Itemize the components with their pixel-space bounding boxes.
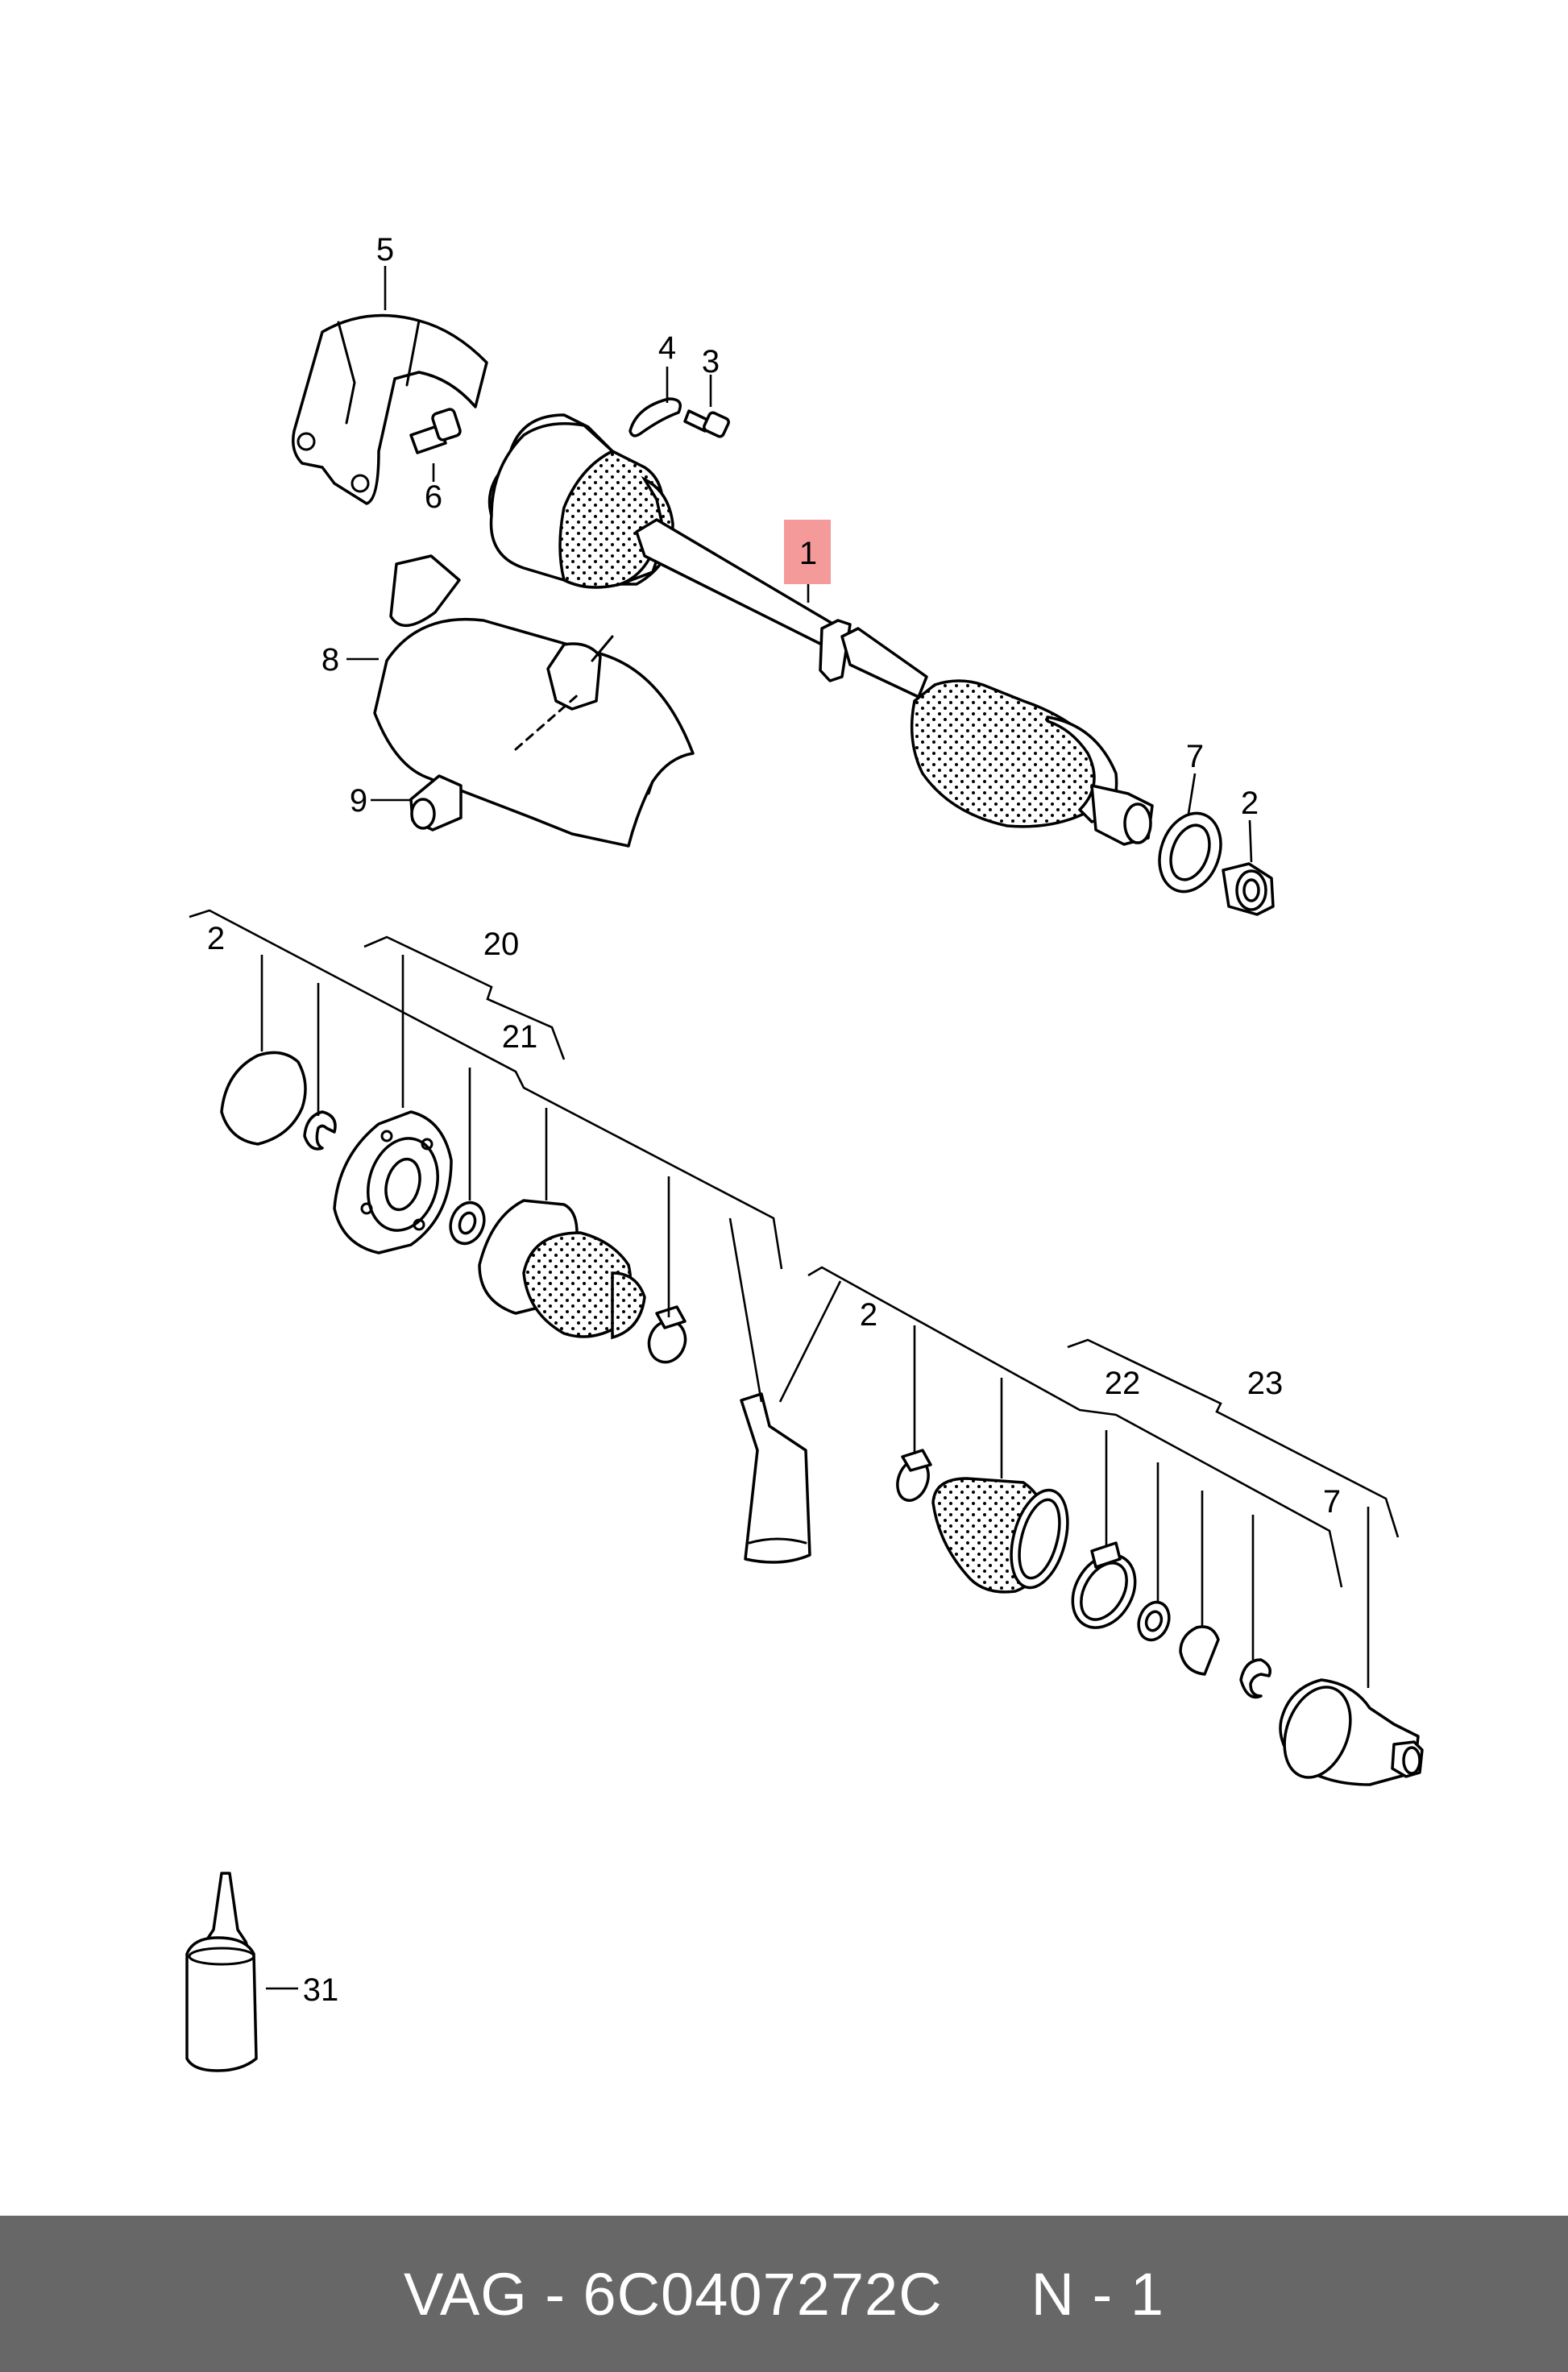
callout-2-top: 2 [1241, 786, 1259, 821]
quantity-label: N - 1 [1031, 2260, 1165, 2328]
callout-3: 3 [702, 344, 720, 379]
part-number-footer: VAG - 6C0407272C N - 1 [0, 2216, 1568, 2372]
callout-4: 4 [658, 330, 676, 366]
callout-22: 22 [1105, 1366, 1141, 1401]
callout-labels: 1 5 6 4 3 8 9 7 2 2 20 21 2 22 23 7 31 [207, 232, 1341, 2008]
part-31-sealant-bottle [185, 1872, 258, 2072]
part-circlip [303, 1110, 337, 1151]
callout-2-middle: 2 [207, 921, 225, 956]
part-boot [931, 1477, 1069, 1594]
callout-8: 8 [321, 642, 339, 678]
part-23-joint [1279, 1678, 1424, 1786]
part-3-screw [683, 409, 730, 438]
callout-5: 5 [376, 232, 394, 267]
callout-9: 9 [350, 783, 367, 819]
part-8-heat-shield [373, 554, 695, 848]
callout-31: 31 [303, 1972, 339, 2008]
part-small-clamp [896, 1449, 932, 1502]
callout-20: 20 [483, 927, 520, 962]
exploded-parts-diagram: 1 5 6 4 3 8 9 7 2 2 20 21 2 22 23 7 31 [185, 232, 1424, 2072]
part-dish-washer [1137, 1600, 1171, 1642]
part-20-joint [333, 1110, 453, 1254]
part-9-bush [409, 774, 463, 831]
callout-6: 6 [425, 479, 442, 515]
part-2-nut [1222, 862, 1275, 916]
part-5-heat-shield [292, 313, 488, 505]
callout-21: 21 [502, 1019, 538, 1055]
leader-lines [189, 266, 1400, 1990]
callout-7-lower: 7 [1323, 1484, 1341, 1520]
part-7-ring [1158, 811, 1222, 894]
part-2-gasket [220, 1051, 307, 1146]
part-grease-tube [740, 1392, 811, 1564]
callout-2-lower: 2 [860, 1297, 877, 1333]
part-thrust-piece [1179, 1625, 1220, 1676]
callout-1: 1 [799, 536, 817, 571]
callout-1-highlight [784, 520, 831, 584]
part-clamp [647, 1305, 687, 1364]
part-number-label: VAG - 6C0407272C [403, 2260, 943, 2328]
part-6-bolt [409, 408, 462, 454]
part-circlip-2 [1239, 1658, 1271, 1699]
callout-23: 23 [1247, 1366, 1284, 1401]
part-22-clamp [1071, 1541, 1137, 1629]
part-1-drive-shaft [487, 413, 1154, 846]
callout-7-top: 7 [1186, 739, 1204, 774]
part-washer [449, 1201, 486, 1246]
part-21-boot [478, 1199, 646, 1340]
part-4-clip [628, 397, 682, 437]
